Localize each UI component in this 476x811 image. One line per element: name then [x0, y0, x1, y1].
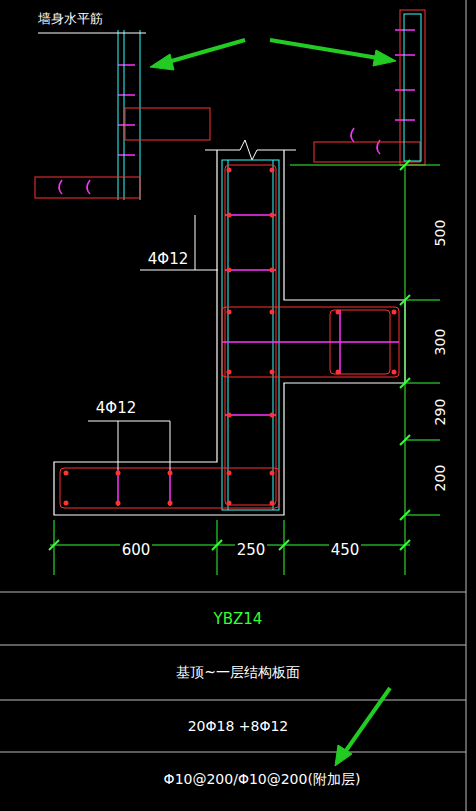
detail-insets	[35, 10, 425, 200]
schedule-table	[0, 0, 466, 811]
dimension-value: 290	[432, 397, 448, 428]
column-id: YBZ14	[212, 611, 265, 628]
rebar-note: 墙身水平筋	[36, 12, 105, 27]
table-cell: Φ10@200/Φ10@200(附加层)	[162, 771, 363, 787]
dimension-value: 200	[432, 463, 448, 494]
rebar-callout: 4Φ12	[146, 251, 190, 268]
tie-bars	[59, 30, 415, 506]
dimension-value: 250	[235, 542, 268, 559]
dimension-value: 600	[120, 542, 153, 559]
dimension-value: 450	[329, 542, 362, 559]
longitudinal-bars	[64, 168, 397, 506]
break-line	[205, 140, 296, 160]
table-cell: 20Φ18 +8Φ12	[186, 718, 291, 734]
table-cell: 基顶~一层结构板面	[174, 664, 302, 680]
stirrups	[60, 165, 399, 508]
dimension-lines	[49, 160, 440, 575]
pointer-arrows	[150, 40, 396, 766]
stirrup-lines	[222, 160, 279, 510]
leader-lines	[38, 33, 218, 470]
rebar-callout: 4Φ12	[94, 400, 138, 417]
column-outline	[54, 150, 405, 515]
dimension-value: 300	[432, 327, 448, 358]
dimension-value: 500	[432, 218, 448, 249]
